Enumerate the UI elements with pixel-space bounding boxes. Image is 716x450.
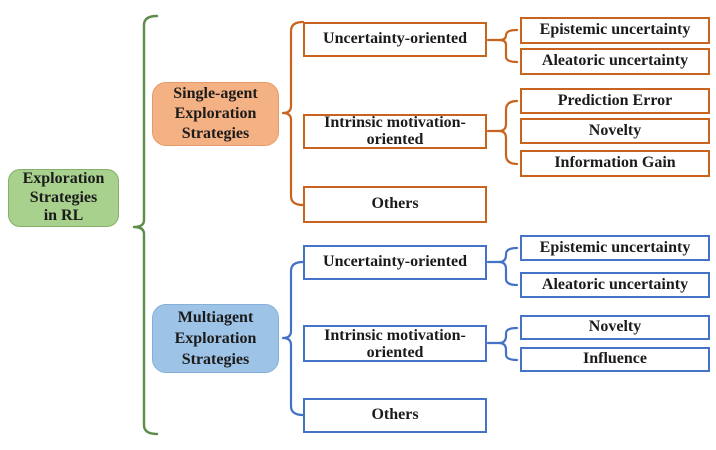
leaf-novelty-single: Novelty	[520, 118, 710, 144]
group-intrinsic-single: Intrinsic motivation- oriented	[303, 114, 487, 149]
leaf-novelty-multi: Novelty	[520, 315, 710, 340]
root-bracket	[132, 14, 159, 436]
root-node: Exploration Strategies in RL	[8, 169, 119, 227]
branch-multiagent: Multiagent Exploration Strategies	[152, 304, 279, 373]
group-intrinsic-multi: Intrinsic motivation- oriented	[303, 325, 487, 362]
leaf-aleatoric-uncertainty-multi: Aleatoric uncertainty	[520, 272, 710, 298]
group-others-single: Others	[303, 186, 487, 223]
branch-single-agent: Single-agent Exploration Strategies	[152, 82, 279, 146]
group-uncertainty-single: Uncertainty-oriented	[303, 22, 487, 57]
uncertainty-multi-brace	[497, 246, 519, 287]
leaf-information-gain: Information Gain	[520, 150, 710, 177]
multiagent-bracket	[281, 260, 305, 417]
intrinsic-single-brace	[497, 99, 519, 166]
group-uncertainty-multi: Uncertainty-oriented	[303, 245, 487, 280]
leaf-epistemic-uncertainty-multi: Epistemic uncertainty	[520, 235, 710, 261]
leaf-epistemic-uncertainty-single: Epistemic uncertainty	[520, 17, 710, 44]
uncertainty-single-brace	[497, 28, 519, 64]
intrinsic-multi-brace	[497, 326, 519, 362]
single-agent-bracket	[281, 20, 305, 207]
leaf-influence: Influence	[520, 347, 710, 372]
leaf-prediction-error: Prediction Error	[520, 88, 710, 114]
group-others-multi: Others	[303, 398, 487, 433]
leaf-aleatoric-uncertainty-single: Aleatoric uncertainty	[520, 48, 710, 75]
